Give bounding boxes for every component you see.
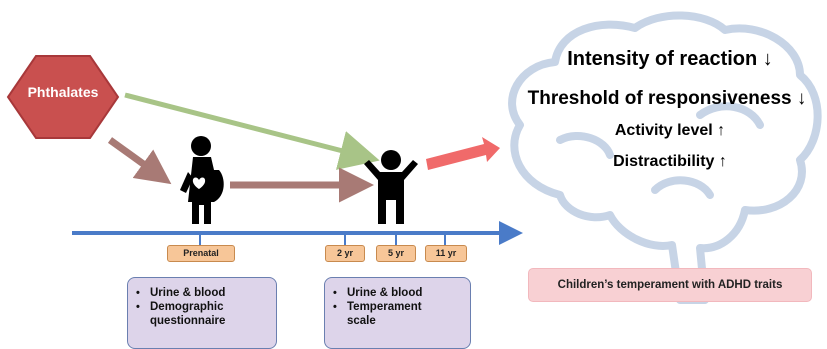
age-2-tag: 2 yr	[325, 245, 365, 262]
prenatal-tag: Prenatal	[167, 245, 235, 262]
prenatal-measure-text: questionnaire	[150, 315, 226, 327]
child-icon	[364, 150, 418, 224]
child-measure-item-cont: scale	[325, 314, 470, 328]
phthalates-label: Phthalates	[27, 84, 99, 100]
direct-exposure-arrow	[124, 92, 380, 170]
prenatal-measures-box: Urine & blood Demographic questionnaire	[127, 277, 277, 349]
prenatal-measure-item-cont: questionnaire	[128, 314, 276, 328]
age-5-tag: 5 yr	[376, 245, 416, 262]
outcome-arrow	[426, 137, 500, 170]
outcome-activity: Activity level ↑	[614, 122, 726, 139]
outcome-threshold: Threshold of responsiveness ↓	[527, 88, 807, 109]
child-measure-item: Urine & blood	[325, 286, 470, 300]
age-11-tag: 11 yr	[425, 245, 467, 262]
prenatal-measure-item: Demographic	[128, 300, 276, 314]
outcome-intensity: Intensity of reaction ↓	[567, 48, 773, 70]
prenatal-measure-item: Urine & blood	[128, 286, 276, 300]
outcome-banner: Children’s temperament with ADHD traits	[528, 268, 812, 302]
pregnant-woman-icon	[180, 136, 224, 224]
child-measures-box: Urine & blood Temperament scale	[324, 277, 471, 349]
outcome-distractibility: Distractibility ↑	[613, 153, 727, 170]
timeline-ticks	[199, 233, 446, 245]
phthalates-hexagon	[6, 55, 120, 139]
brain-outline	[508, 11, 822, 304]
child-measure-text: scale	[347, 315, 376, 327]
child-measure-item: Temperament	[325, 300, 470, 314]
maternal-exposure-arrow	[107, 137, 172, 185]
